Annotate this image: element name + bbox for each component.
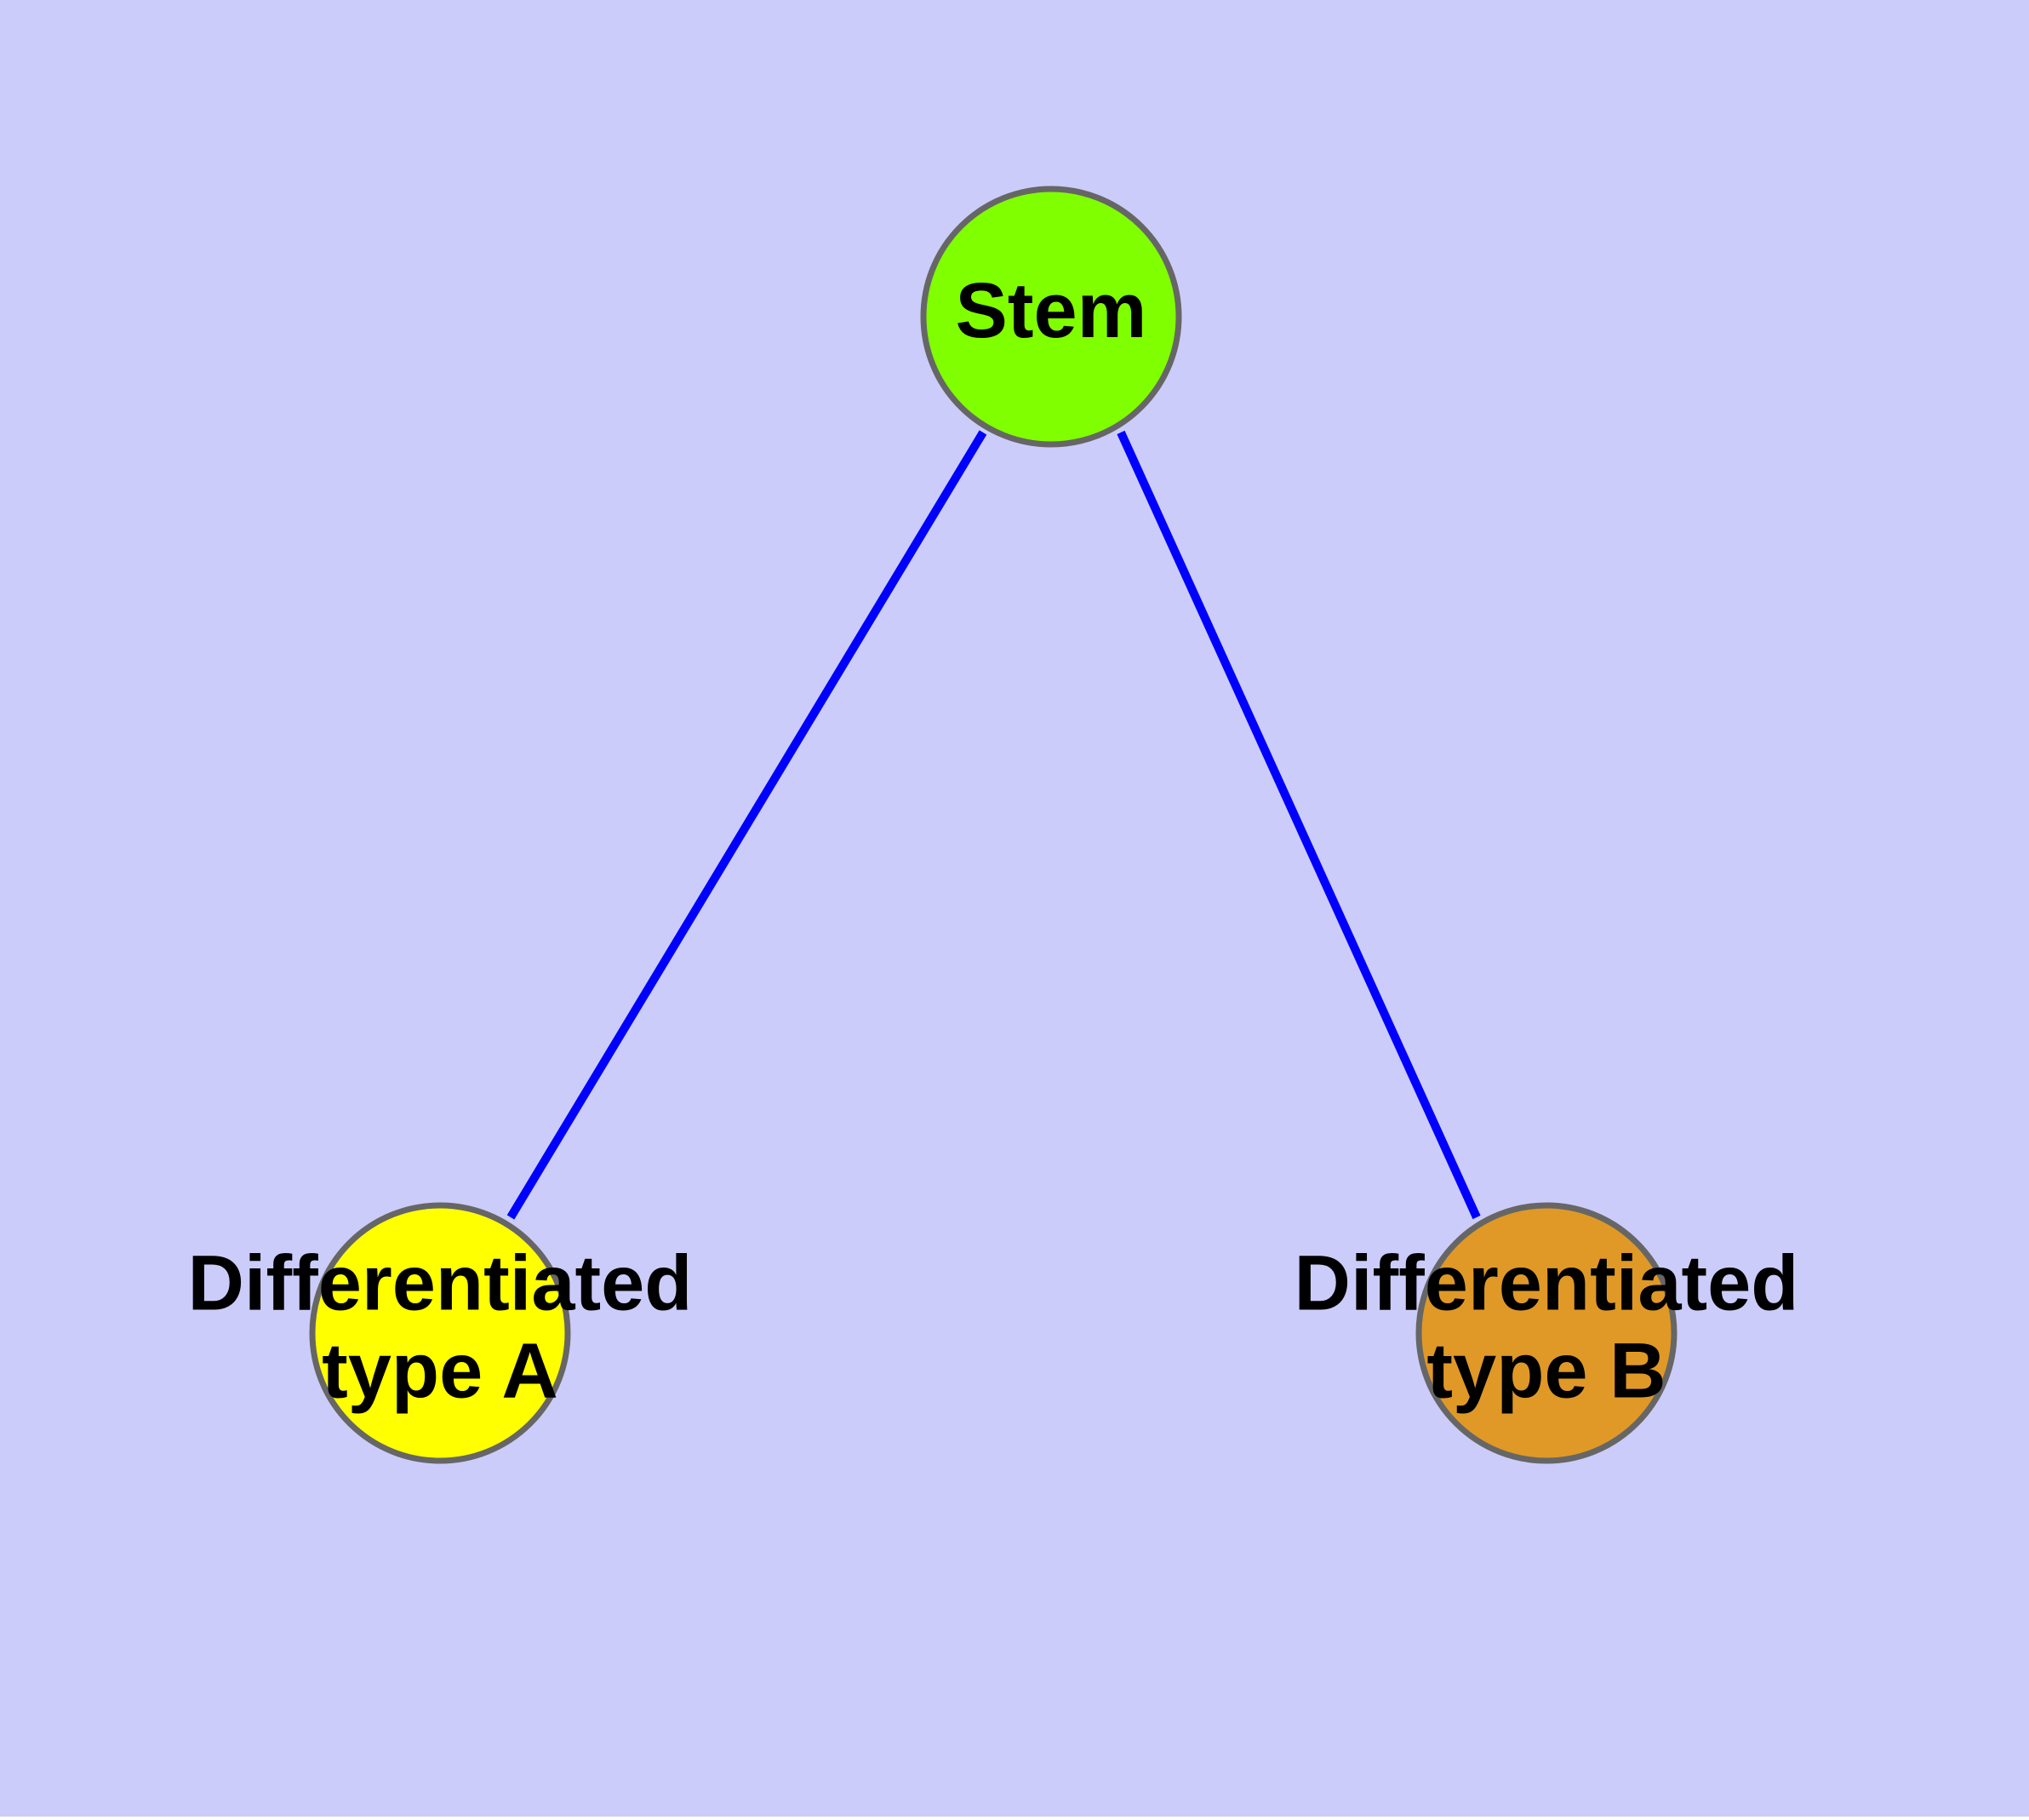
node-label-line: Differentiated (188, 1240, 693, 1327)
node-label-line: Stem (956, 267, 1147, 354)
edge-layer (506, 430, 1481, 1220)
edge-stem-to-differentiated-b[interactable] (1117, 430, 1481, 1220)
edge-stem-to-differentiated-a[interactable] (506, 430, 987, 1220)
node-differentiated-type-b[interactable] (1415, 1202, 1677, 1464)
node-label-line: type A (322, 1328, 558, 1415)
node-stem[interactable] (920, 186, 1182, 448)
node-label-stem: Stem (956, 267, 1147, 354)
node-layer (309, 186, 1677, 1464)
node-differentiated-type-a[interactable] (309, 1202, 571, 1464)
node-label-line: type B (1426, 1328, 1666, 1415)
node-label-line: Differentiated (1295, 1240, 1799, 1327)
